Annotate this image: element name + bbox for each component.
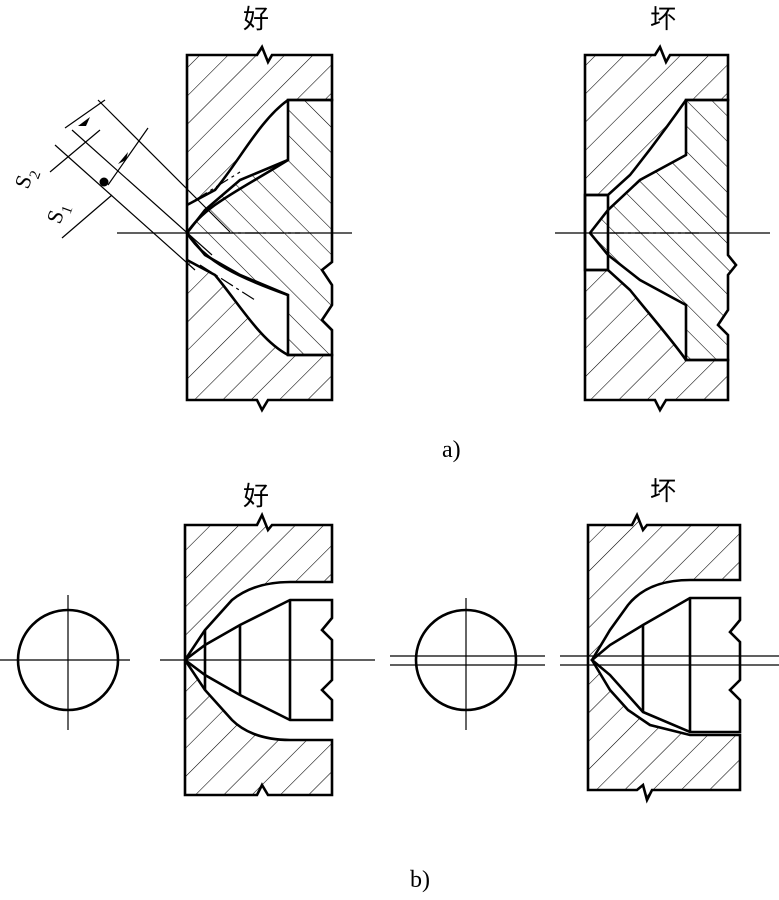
panel-b-bad-joint: [560, 511, 779, 804]
panel-a: S 2 S 1 好 坏 a): [9, 5, 770, 463]
panel-a-dimension-point: [99, 177, 109, 187]
panel-b-good-label: 好: [243, 482, 269, 512]
panel-a-bad-label: 坏: [650, 5, 676, 35]
panel-a-bad-joint: [555, 44, 770, 413]
panel-a-dimension-lines: S 2 S 1: [9, 99, 231, 271]
panel-b: 好 坏 b): [0, 477, 779, 893]
panel-b-caption: b): [410, 867, 430, 893]
panel-b-bad-plate: [586, 511, 742, 804]
panel-b-good-plate: [183, 511, 334, 797]
panel-b-bad-label: 坏: [650, 477, 676, 507]
panel-b-good-joint: [160, 511, 375, 797]
panel-a-good-joint: [117, 44, 352, 413]
panel-a-good-insert: [185, 98, 334, 357]
panel-a-caption: a): [442, 437, 461, 463]
panel-b-good-end-view: [0, 595, 130, 730]
panel-a-good-label: 好: [243, 5, 269, 35]
panel-b-bad-end-view: [390, 598, 545, 730]
panel-a-bad-insert: [588, 98, 738, 362]
